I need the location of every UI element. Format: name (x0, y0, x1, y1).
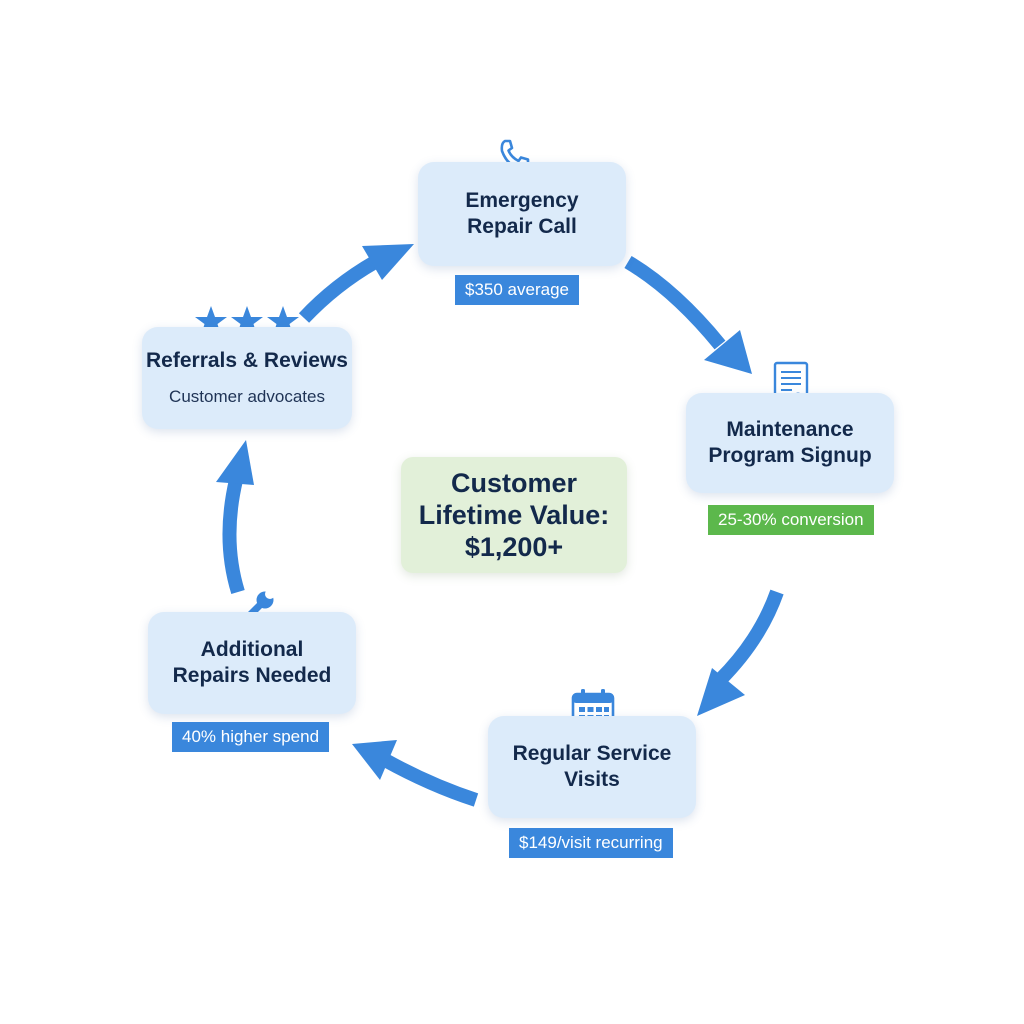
arrowhead-additional (352, 740, 397, 780)
arrow-maintenance-to-regular (715, 589, 784, 685)
star-icon (195, 306, 299, 336)
arrow-referrals-to-emergency (298, 255, 379, 323)
arrowhead-maintenance (704, 330, 752, 374)
node-title: Additional Repairs Needed (172, 638, 332, 687)
node-regular-service-visits: Regular Service Visits (488, 716, 696, 818)
badge-maintenance-conversion: 25-30% conversion (708, 505, 874, 535)
arrow-emergency-to-maintenance (624, 255, 726, 350)
badge-regular-recurring: $149/visit recurring (509, 828, 673, 858)
center-lifetime-value: Customer Lifetime Value: $1,200+ (401, 457, 627, 573)
node-referrals-reviews: Referrals & Reviews Customer advocates (142, 327, 352, 429)
arrow-additional-to-referrals (222, 478, 245, 595)
node-maintenance-program-signup: Maintenance Program Signup (686, 393, 894, 493)
node-subtitle: Customer advocates (169, 387, 325, 406)
arrowhead-regular (697, 668, 745, 716)
arrowhead-referrals (216, 440, 254, 485)
badge-additional-spend: 40% higher spend (172, 722, 330, 752)
arrowhead-emergency (362, 244, 414, 280)
arrow-regular-to-additional (381, 753, 479, 807)
node-title: Emergency Repair Call (465, 189, 579, 238)
badge-emergency-average: $350 average (455, 275, 579, 305)
node-title: Regular Service Visits (512, 742, 672, 791)
node-title: Referrals & Reviews (146, 349, 348, 372)
node-emergency-repair-call: Emergency Repair Call (418, 162, 626, 266)
node-additional-repairs-needed: Additional Repairs Needed (148, 612, 356, 714)
node-title: Maintenance Program Signup (708, 418, 872, 467)
